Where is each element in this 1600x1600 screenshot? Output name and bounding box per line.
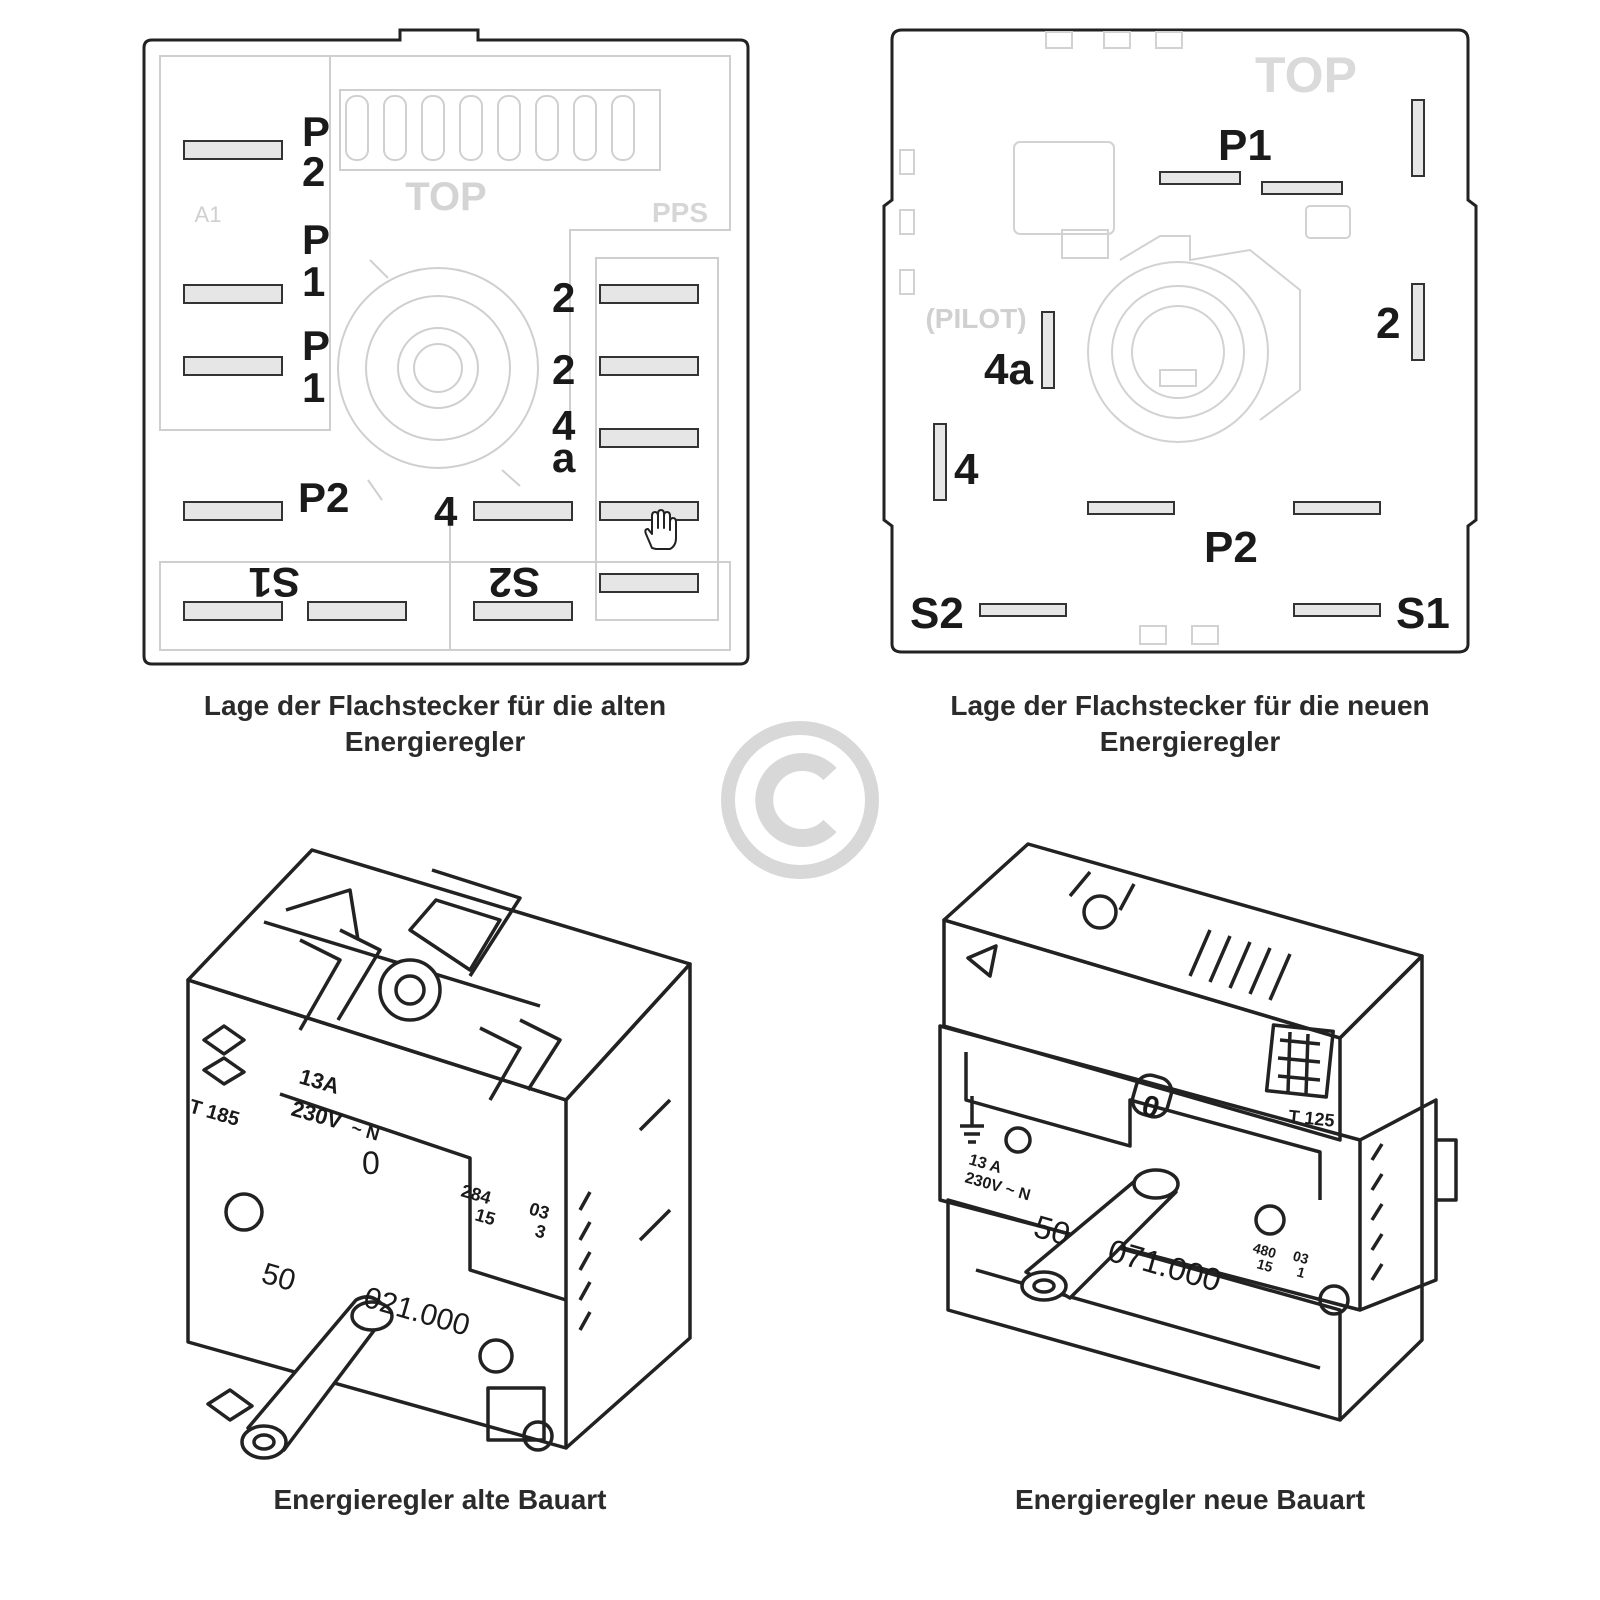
old-connector-diagram: TOP A1 PPS P 2 P 1 P 1 P2 2 2 4 a 4 S1 S… bbox=[142, 28, 750, 666]
old-device-illustration: 13A 230V ~ N T 185 0 284 15 03 3 50 021.… bbox=[186, 848, 692, 1460]
connector bbox=[1293, 501, 1381, 515]
new-part-right: 071.000 bbox=[1104, 1232, 1225, 1298]
old-flat-connectors bbox=[183, 140, 699, 621]
connector bbox=[599, 573, 699, 593]
old-label-4a-digit: 4 bbox=[552, 402, 576, 449]
connector bbox=[599, 428, 699, 448]
new-label-4a: 4a bbox=[984, 345, 1033, 394]
old-label-p2-lower: P2 bbox=[298, 474, 349, 521]
old-zero-mark: 0 bbox=[362, 1145, 380, 1181]
connector bbox=[599, 501, 699, 521]
connector bbox=[1041, 311, 1055, 389]
old-top-label: TOP bbox=[405, 175, 487, 219]
connector bbox=[1411, 99, 1425, 177]
new-label-4: 4 bbox=[954, 445, 979, 494]
connector bbox=[979, 603, 1067, 617]
old-code-left2: 15 bbox=[473, 1205, 498, 1230]
new-code-c: 03 bbox=[1291, 1248, 1311, 1268]
connector bbox=[307, 601, 407, 621]
old-label-p1b-a: P bbox=[302, 322, 330, 369]
old-label-s2: S2 bbox=[489, 559, 540, 606]
connector bbox=[473, 501, 573, 521]
old-label-p1a-a: P bbox=[302, 216, 330, 263]
connector bbox=[473, 601, 573, 621]
old-a1-label: A1 bbox=[195, 202, 222, 227]
old-code-right: 03 bbox=[527, 1199, 552, 1224]
new-connector-diagram: TOP (PILOT) P1 2 4a 4 P2 S2 S1 bbox=[882, 28, 1478, 654]
old-label-4a-letter: a bbox=[552, 434, 576, 481]
connector bbox=[183, 356, 283, 376]
old-pps-label: PPS bbox=[652, 197, 708, 228]
caption-new-model: Energieregler neue Bauart bbox=[1014, 1484, 1366, 1515]
old-label-p2-upper-a: P bbox=[302, 108, 330, 155]
connector bbox=[599, 356, 699, 376]
connector bbox=[183, 501, 283, 521]
new-housing-outline bbox=[882, 28, 1478, 654]
old-label-2b: 2 bbox=[552, 346, 575, 393]
old-label-p1a-b: 1 bbox=[302, 258, 325, 305]
connector bbox=[933, 423, 947, 501]
old-label-p1b-b: 1 bbox=[302, 364, 325, 411]
old-label-4: 4 bbox=[434, 488, 458, 535]
old-label-p2-upper-b: 2 bbox=[302, 148, 325, 195]
new-label-2: 2 bbox=[1376, 299, 1400, 348]
connector bbox=[183, 140, 283, 160]
old-top-slots bbox=[345, 95, 635, 161]
old-part-right: 021.000 bbox=[360, 1281, 473, 1343]
old-rating-top: 13A bbox=[297, 1064, 343, 1099]
new-label-s2: S2 bbox=[910, 589, 964, 638]
new-pilot-label: (PILOT) bbox=[925, 303, 1026, 334]
new-label-p2: P2 bbox=[1204, 523, 1258, 572]
connector bbox=[1087, 501, 1175, 515]
new-code-a: 480 bbox=[1251, 1240, 1278, 1262]
connector bbox=[1293, 603, 1381, 617]
connector bbox=[1261, 181, 1343, 195]
old-temp-code: T 185 bbox=[187, 1096, 242, 1131]
connector bbox=[1411, 283, 1425, 361]
new-inner-structure bbox=[899, 31, 1351, 645]
connector bbox=[183, 284, 283, 304]
new-device-illustration: 0 T 125 13 A 230V ~ N 480 15 03 1 50 071… bbox=[938, 842, 1458, 1422]
connector bbox=[599, 284, 699, 304]
caption-new-connectors: Lage der Flachstecker für die neuen Ener… bbox=[950, 690, 1430, 757]
copyright-icon bbox=[721, 721, 879, 879]
old-code-left: 284 bbox=[459, 1181, 493, 1209]
new-label-p1: P1 bbox=[1218, 121, 1272, 170]
old-part-left: 50 bbox=[258, 1257, 299, 1298]
old-rating-bottom: 230V bbox=[289, 1096, 346, 1134]
connector bbox=[1159, 171, 1241, 185]
old-ac-mark: ~ N bbox=[349, 1118, 382, 1145]
old-code-right2: 3 bbox=[533, 1221, 548, 1243]
old-label-s1: S1 bbox=[249, 559, 300, 606]
connector bbox=[183, 601, 283, 621]
new-code-d: 1 bbox=[1295, 1264, 1307, 1282]
old-housing-outline bbox=[142, 28, 750, 666]
caption-old-model: Energieregler alte Bauart bbox=[273, 1484, 607, 1515]
new-top-label: TOP bbox=[1255, 47, 1357, 103]
new-temp-code: T 125 bbox=[1288, 1106, 1336, 1131]
new-flat-connectors bbox=[933, 99, 1425, 617]
old-label-2a: 2 bbox=[552, 274, 575, 321]
new-label-s1: S1 bbox=[1396, 589, 1450, 638]
new-code-b: 15 bbox=[1255, 1256, 1275, 1276]
old-inner-structure bbox=[159, 55, 731, 651]
hand-pointer-icon bbox=[644, 509, 677, 550]
caption-old-connectors: Lage der Flachstecker für die alten Ener… bbox=[203, 690, 667, 757]
